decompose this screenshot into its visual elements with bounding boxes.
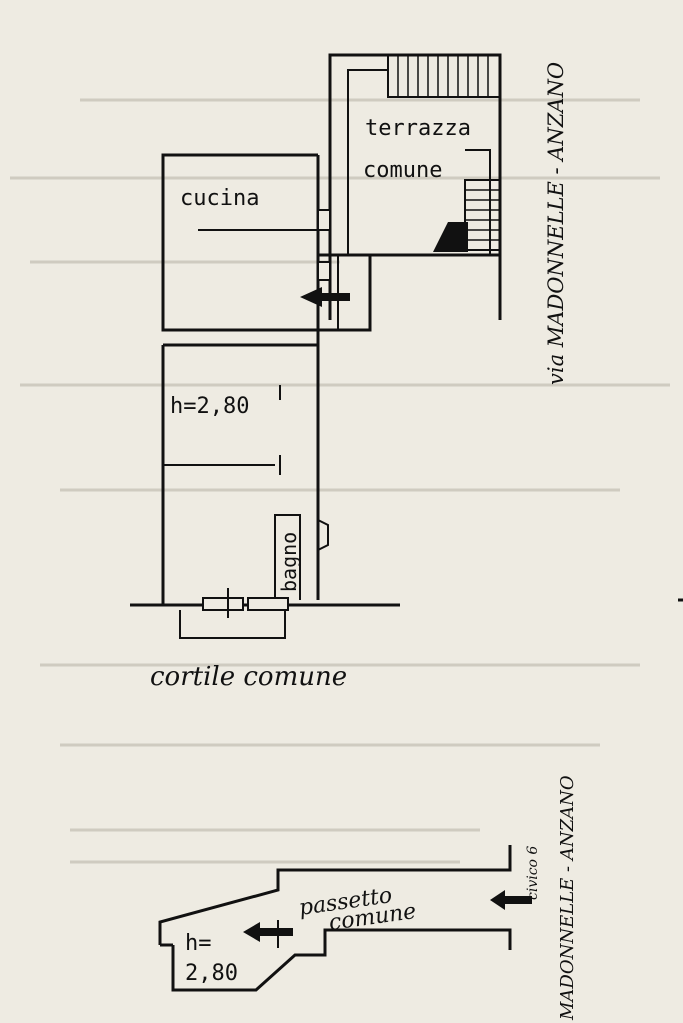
entry-arrow [300, 287, 350, 307]
label-comune: comune [363, 158, 442, 183]
label-small-street: MADONNELLE - ANZANO [557, 775, 578, 1021]
stair-wedge [433, 222, 468, 252]
background-bleed [10, 98, 670, 864]
main-plan-walls [130, 53, 502, 639]
label-terrazza: terrazza [365, 116, 471, 141]
label-small-height-a: h= [185, 931, 212, 956]
small-entry-arrow-left [243, 922, 293, 942]
label-civic: civico 6 [525, 846, 541, 900]
small-entry-arrow-right [490, 890, 532, 910]
stair-treads-top [397, 55, 489, 97]
label-courtyard: cortile comune [150, 662, 347, 692]
label-street: via MADONNELLE - ANZANO [544, 62, 568, 385]
label-cucina: cucina [180, 186, 259, 211]
label-room-height: h=2,80 [170, 394, 249, 419]
label-bagno: bagno [277, 532, 301, 592]
label-small-height-b: 2,80 [185, 961, 238, 986]
